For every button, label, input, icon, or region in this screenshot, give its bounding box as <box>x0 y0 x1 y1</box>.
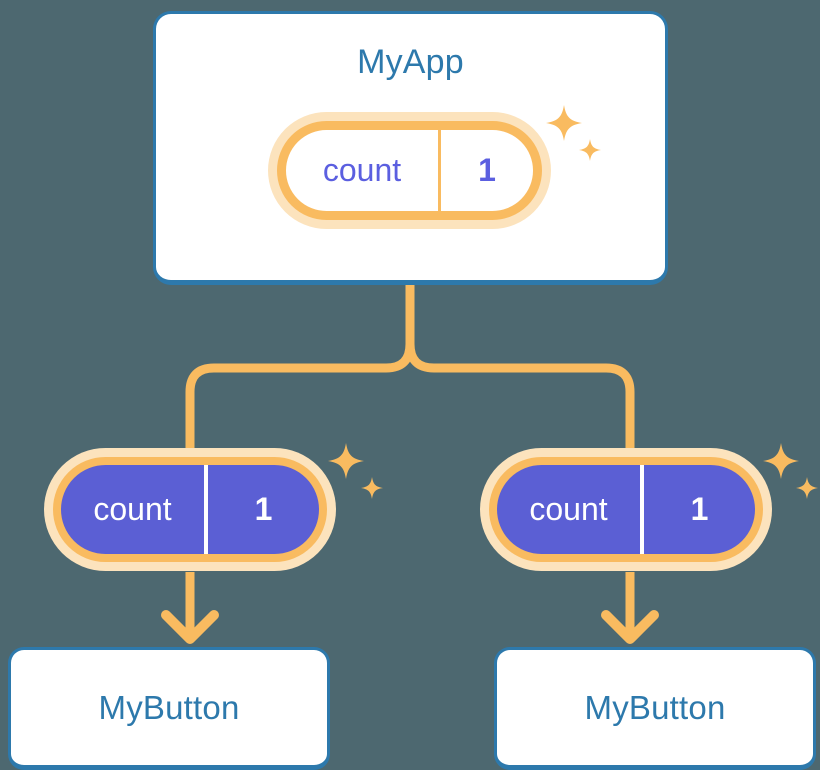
pill-value-label: 1 <box>478 152 496 188</box>
pill-key-label: count <box>286 130 441 211</box>
page-title: MyApp <box>357 43 464 81</box>
branch-to-left-instance <box>185 339 415 457</box>
child-card-title-right: MyButton <box>584 688 726 726</box>
pill-key-label: count <box>497 465 644 554</box>
right-arrow-head-icon <box>601 610 659 644</box>
sparkle-small-icon <box>361 477 383 499</box>
pill-value-label: 1 <box>690 491 709 527</box>
sparkle-small-icon <box>796 477 818 499</box>
sparkle-large-icon <box>328 443 364 479</box>
pill-body: count 1 <box>53 457 327 562</box>
pill-key-label: count <box>61 465 208 554</box>
root-state-pill[interactable]: count 1 <box>268 112 551 229</box>
pill-body: count 1 <box>489 457 763 562</box>
pill-value-label: 1 <box>254 491 273 527</box>
branch-to-right-instance <box>405 339 635 457</box>
left-arrow-head-icon <box>161 610 219 644</box>
sparkle-large-icon <box>763 443 799 479</box>
child-component-card-left[interactable]: MyButton <box>8 647 330 770</box>
child-card-title-left: MyButton <box>98 688 240 726</box>
pill-body: count 1 <box>277 121 542 220</box>
child-component-card-right[interactable]: MyButton <box>494 647 816 770</box>
instance-state-pill-right[interactable]: count 1 <box>480 448 772 571</box>
instance-state-pill-left[interactable]: count 1 <box>44 448 336 571</box>
